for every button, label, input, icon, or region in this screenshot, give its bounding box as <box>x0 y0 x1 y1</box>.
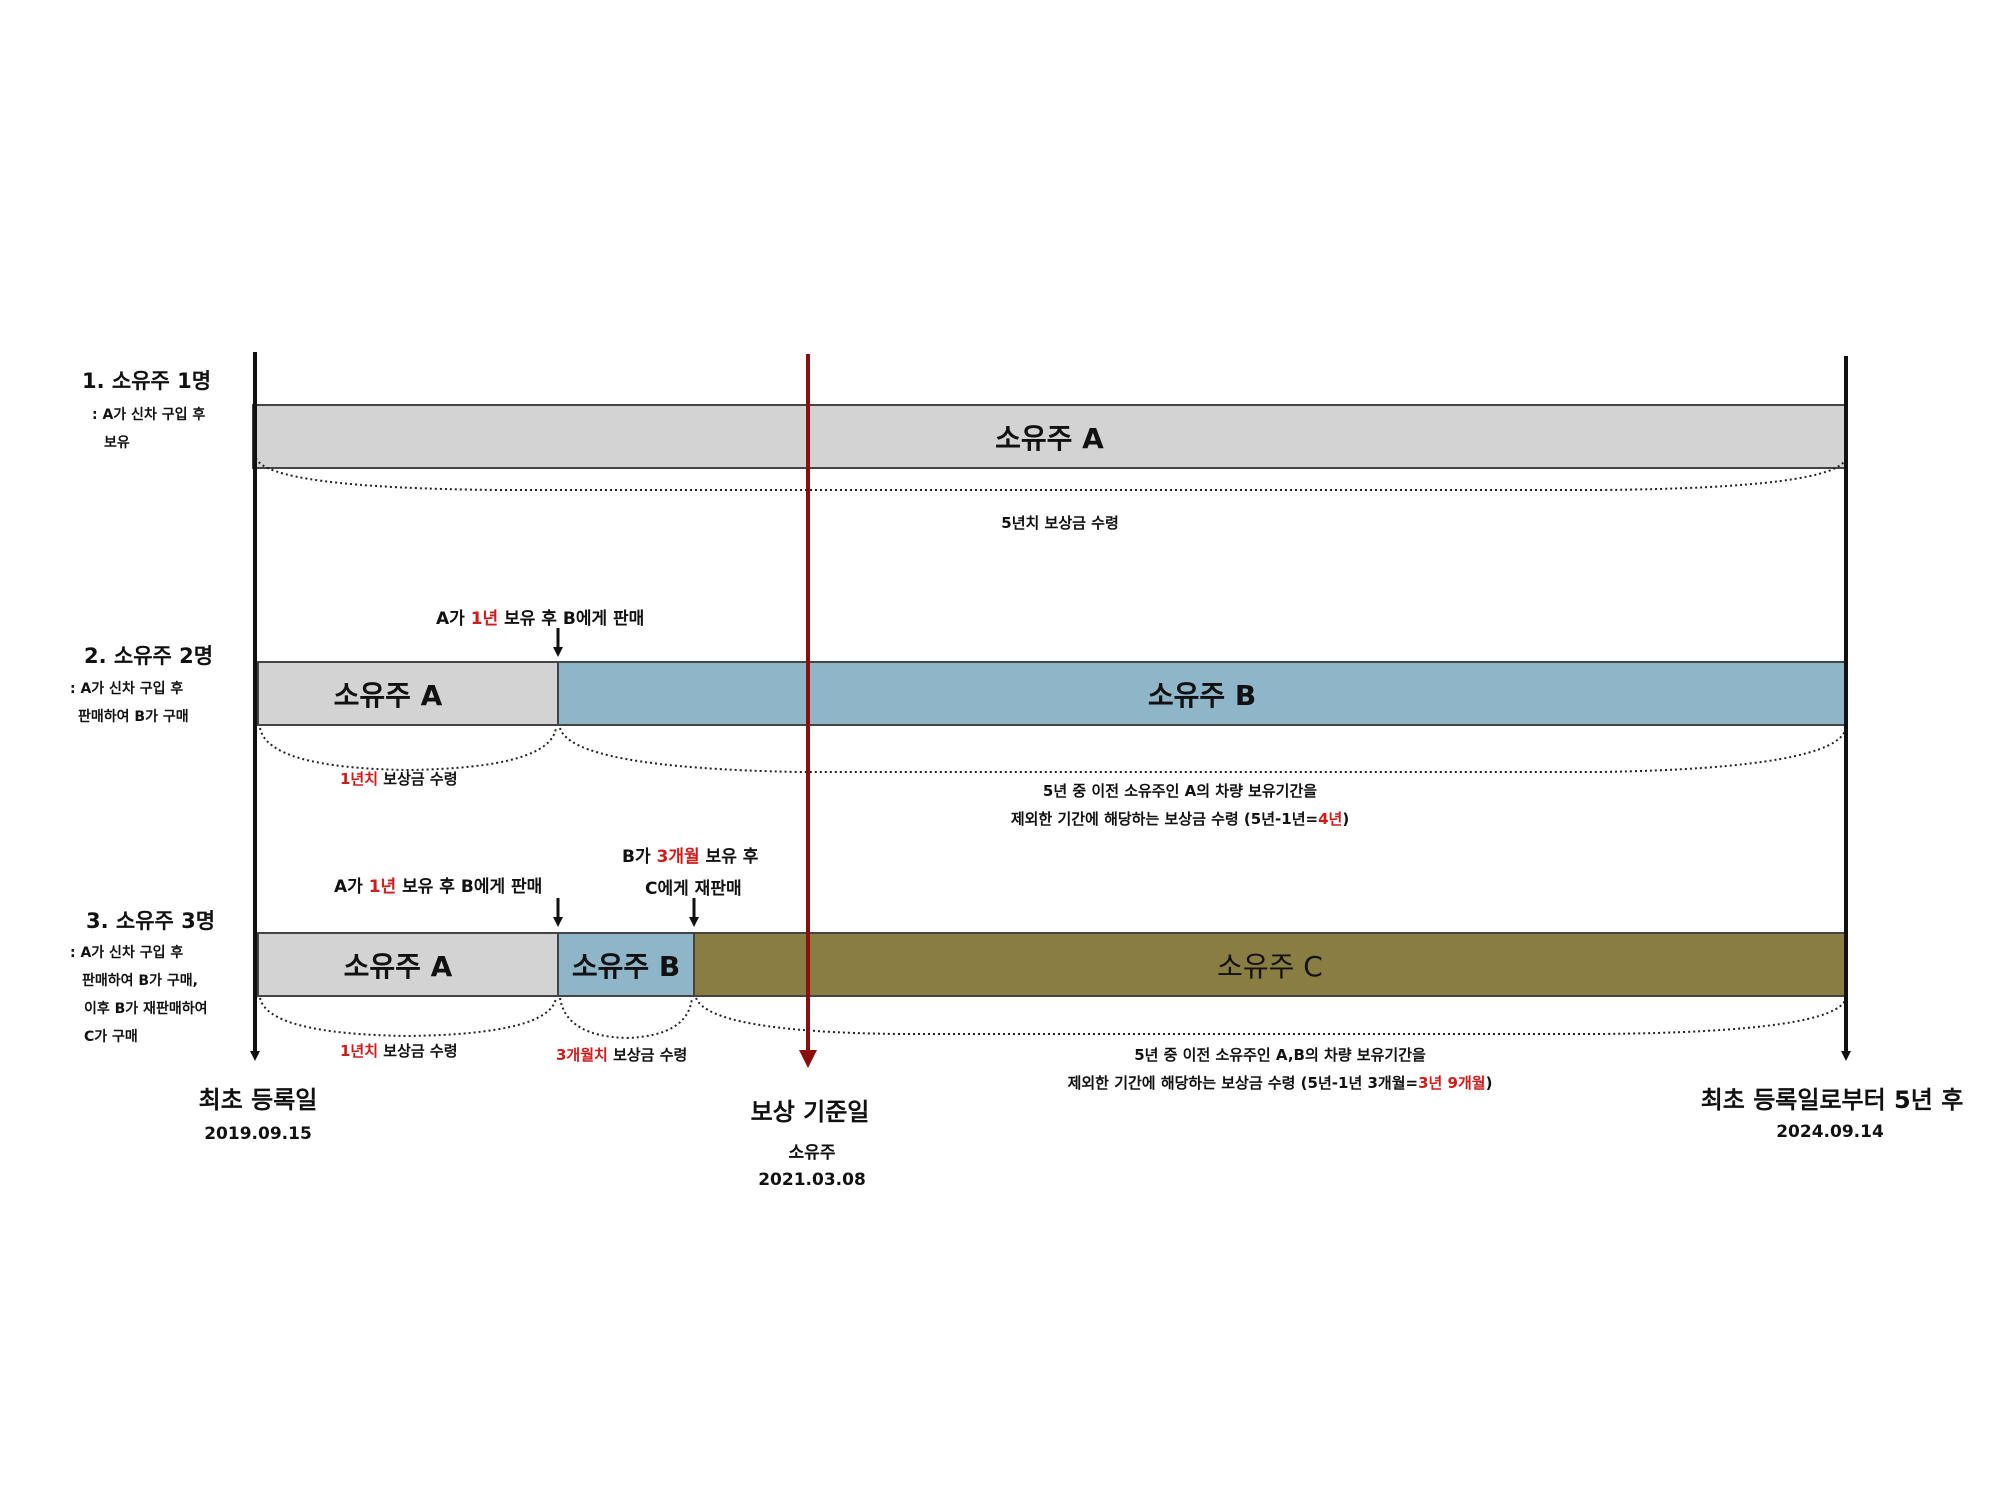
case2-caption-b-line2: 제외한 기간에 해당하는 보상금 수령 (5년-1년=4년) <box>1011 808 1349 829</box>
case1-caption: 5년치 보상금 수령 <box>1001 514 1119 532</box>
case3-event1-post: 보유 후 B에게 판매 <box>396 877 543 897</box>
case3-caption-b-post: 보상금 수령 <box>607 1046 688 1064</box>
case1-bar-owner-a <box>252 404 1847 469</box>
case2-desc-line1: : A가 신차 구입 후 <box>70 681 184 697</box>
case3-caption-b: 3개월치 보상금 수령 <box>556 1044 687 1065</box>
case2-caption-a: 1년치 보상금 수령 <box>340 768 458 789</box>
case3-event2-label-line2: C에게 재판매 <box>645 879 742 899</box>
case2-bar-owner-b <box>557 661 1847 726</box>
case3-bar-label-c: 소유주 C <box>1217 949 1323 983</box>
case3-event2-pre: B가 <box>622 847 657 867</box>
case3-caption-b-em: 3개월치 <box>556 1046 608 1064</box>
case3-brace-b <box>559 997 693 1040</box>
case3-caption-a: 1년치 보상금 수령 <box>340 1040 458 1061</box>
case3-event2-post: 보유 후 <box>699 847 759 867</box>
case3-event1-pre: A가 <box>334 877 369 897</box>
case3-brace-c <box>695 997 1847 1035</box>
case2-event-em: 1년 <box>470 609 499 629</box>
case3-caption-c-pre: 제외한 기간에 해당하는 보상금 수령 (5년-1년 3개월= <box>1067 1074 1419 1092</box>
start-date-value: 2019.09.15 <box>204 1124 312 1144</box>
reference-date-value: 2021.03.08 <box>758 1170 866 1190</box>
case3-caption-a-post: 보상금 수령 <box>378 1042 458 1060</box>
case2-caption-b-em: 4년 <box>1318 810 1343 828</box>
case3-caption-a-em: 1년치 <box>340 1042 379 1060</box>
case3-bar-owner-b <box>557 932 695 997</box>
case2-title: 2. 소유주 2명 <box>84 644 214 668</box>
case3-event2-em: 3개월 <box>656 847 700 867</box>
start-date-label: 최초 등록일 <box>198 1086 318 1114</box>
case2-caption-b-pre: 제외한 기간에 해당하는 보상금 수령 (5년-1년= <box>1010 810 1319 828</box>
case3-caption-c-post: ) <box>1485 1074 1493 1092</box>
case1-bar-label-a: 소유주 A <box>995 421 1104 455</box>
reference-date-sub: 소유주 <box>788 1143 836 1163</box>
case3-caption-c-line2: 제외한 기간에 해당하는 보상금 수령 (5년-1년 3개월=3년 9개월) <box>1068 1072 1493 1093</box>
case2-event-label: A가 1년 보유 후 B에게 판매 <box>436 604 644 629</box>
case3-bar-label-a: 소유주 A <box>343 949 453 983</box>
end-date-label: 최초 등록일로부터 5년 후 <box>1700 1086 1964 1114</box>
case3-desc-line1: : A가 신차 구입 후 <box>70 945 184 961</box>
case2-caption-a-em: 1년치 <box>340 770 379 788</box>
case3-brace-a <box>259 997 557 1038</box>
case1-desc-line2: 보유 <box>104 435 130 451</box>
case2-caption-a-post: 보상금 수령 <box>378 770 458 788</box>
case2-bar-label-a: 소유주 A <box>333 678 443 712</box>
case2-caption-b-post: ) <box>1342 810 1350 828</box>
case3-bar-owner-c <box>693 932 1847 997</box>
case2-brace-b <box>559 727 1847 773</box>
case3-event1-em: 1년 <box>368 877 397 897</box>
case3-event1-label: A가 1년 보유 후 B에게 판매 <box>334 872 542 897</box>
case3-desc-line2: 판매하여 B가 구매, <box>82 973 198 989</box>
case3-desc-line4: C가 구매 <box>84 1029 138 1045</box>
case2-brace-a <box>259 727 557 772</box>
case2-event-post: 보유 후 B에게 판매 <box>498 609 645 629</box>
case3-desc-line3: 이후 B가 재판매하여 <box>84 1001 208 1017</box>
case2-bar-owner-a <box>257 661 559 726</box>
case1-brace <box>255 457 1847 491</box>
case3-caption-c-em: 3년 9개월 <box>1418 1074 1486 1092</box>
case3-bar-label-b: 소유주 B <box>571 949 681 983</box>
case3-event2-label-line1: B가 3개월 보유 후 <box>622 842 758 867</box>
case1-title: 1. 소유주 1명 <box>82 369 212 393</box>
case1-desc-line1: : A가 신차 구입 후 <box>92 407 206 423</box>
case3-caption-c-line1: 5년 중 이전 소유주인 A,B의 차량 보유기간을 <box>1134 1046 1426 1064</box>
case2-event-pre: A가 <box>436 609 471 629</box>
case2-bar-label-b: 소유주 B <box>1147 678 1257 712</box>
end-date-value: 2024.09.14 <box>1776 1122 1884 1142</box>
case2-desc-line2: 판매하여 B가 구매 <box>78 709 189 725</box>
case2-caption-b-line1: 5년 중 이전 소유주인 A의 차량 보유기간을 <box>1042 782 1318 800</box>
reference-date-label: 보상 기준일 <box>750 1098 870 1126</box>
case3-title: 3. 소유주 3명 <box>86 909 216 933</box>
reference-date-arrowhead <box>799 1050 817 1068</box>
